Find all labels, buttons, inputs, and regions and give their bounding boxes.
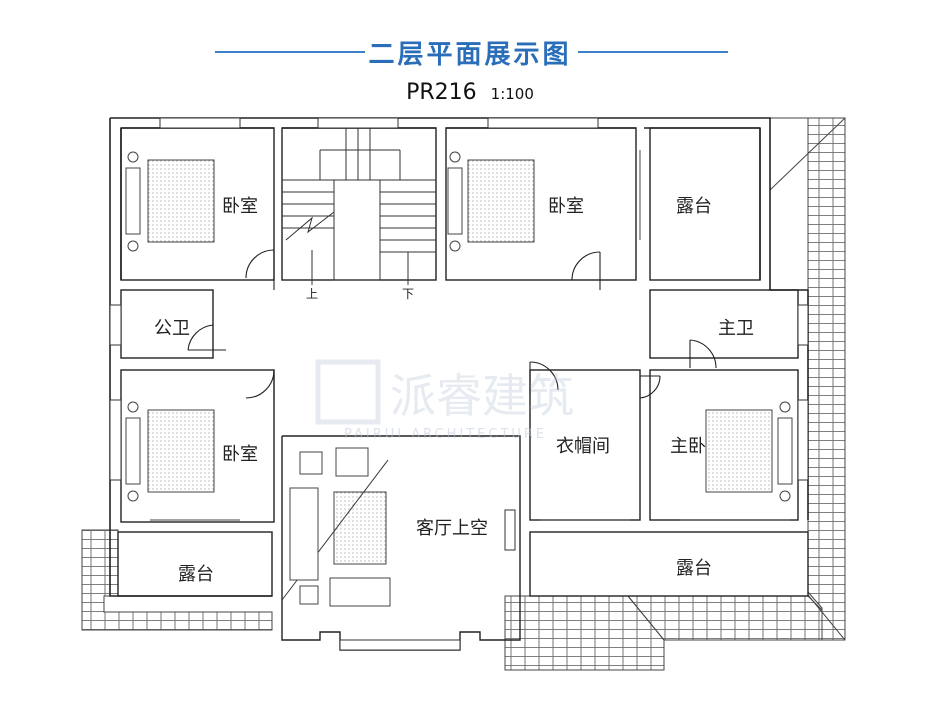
label-master-bedroom: 主卧 — [670, 436, 706, 457]
label-terrace-ne: 露台 — [676, 196, 712, 217]
watermark-sub: PAIRUI ARCHITECTURE — [344, 427, 547, 442]
label-bedroom-nw: 卧室 — [222, 196, 258, 217]
bed-n — [447, 151, 535, 252]
bed-master — [705, 401, 793, 502]
label-terrace-sw: 露台 — [178, 564, 214, 585]
bed-w — [125, 401, 215, 502]
label-bedroom-w: 卧室 — [222, 444, 258, 465]
plan-code: PR216 — [406, 80, 477, 105]
plan-subtitle: PR216 1:100 — [0, 80, 940, 105]
label-closet: 衣帽间 — [556, 436, 610, 457]
label-bedroom-n: 卧室 — [548, 196, 584, 217]
title-row: 二层平面展示图 — [0, 34, 940, 70]
label-terrace-se: 露台 — [676, 558, 712, 579]
label-stair-down: 下 — [402, 287, 414, 301]
windows — [109, 117, 809, 651]
page-title: 二层平面展示图 — [368, 40, 572, 70]
staircase — [282, 128, 436, 285]
label-stair-up: 上 — [306, 287, 318, 301]
title-rule-left — [215, 51, 365, 53]
room-labels: 卧室 卧室 露台 公卫 主卫 卧室 衣帽间 主卧 客厅上空 露台 露台 上 下 — [154, 196, 754, 585]
watermark-name: 派睿建筑 — [390, 369, 574, 423]
doors — [187, 249, 717, 400]
closet-rails — [150, 150, 790, 521]
label-living-void: 客厅上空 — [416, 518, 488, 539]
watermark: 派睿建筑 PAIRUI ARCHITECTURE — [315, 359, 574, 442]
label-public-bath: 公卫 — [154, 318, 190, 339]
plan-scale: 1:100 — [490, 85, 534, 103]
label-master-bath: 主卫 — [718, 318, 754, 339]
bed-nw — [125, 151, 215, 252]
living-furniture — [289, 447, 391, 607]
title-rule-right — [578, 51, 728, 53]
